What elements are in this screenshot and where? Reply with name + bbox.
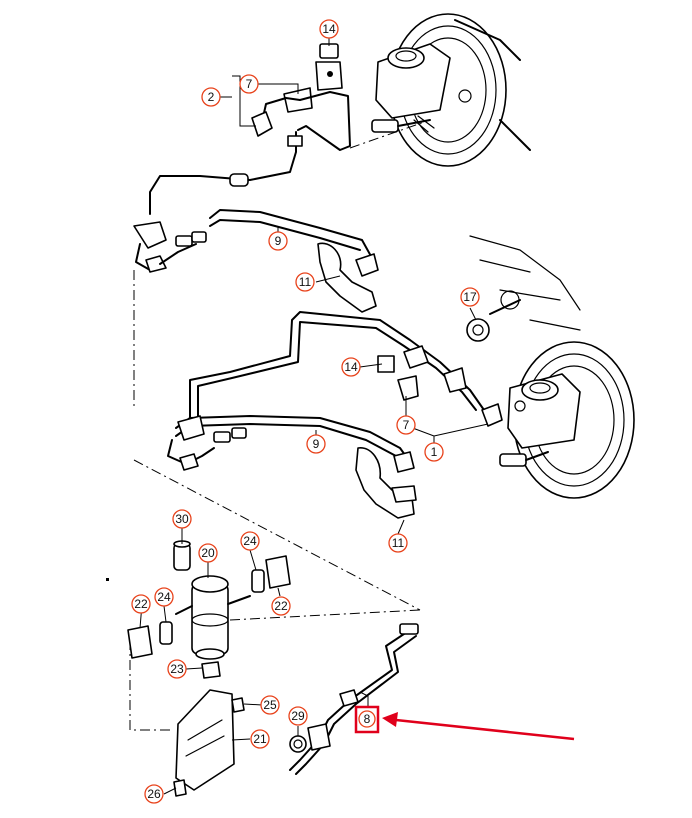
callout-21: 21 [250, 729, 270, 749]
svg-text:24: 24 [243, 534, 257, 548]
svg-text:7: 7 [246, 77, 253, 91]
brake-line-assembly-upper [133, 43, 379, 313]
callout-14-middle: 14 [341, 357, 361, 377]
callout-8-highlighted: 8 [354, 705, 380, 734]
svg-text:21: 21 [253, 732, 267, 746]
svg-text:9: 9 [275, 234, 282, 248]
callout-1: 1 [424, 442, 444, 462]
callout-14-top: 14 [319, 19, 339, 39]
svg-text:30: 30 [175, 512, 189, 526]
callout-2: 2 [201, 87, 221, 107]
callout-22-right: 22 [271, 596, 291, 616]
brake-line-assembly-middle [167, 311, 503, 519]
highlight-arrow [382, 712, 575, 741]
callout-24-left: 24 [154, 587, 174, 607]
callout-11-upper: 11 [295, 272, 315, 292]
svg-text:11: 11 [392, 536, 405, 550]
callout-17: 17 [460, 287, 480, 307]
callout-11-lower: 11 [388, 533, 408, 553]
callout-22-left: 22 [131, 594, 151, 614]
svg-text:17: 17 [463, 290, 477, 304]
callout-23: 23 [167, 659, 187, 679]
vacuum-hose-8 [289, 623, 419, 775]
svg-text:1: 1 [431, 445, 438, 459]
svg-text:8: 8 [364, 712, 371, 726]
svg-text:7: 7 [403, 418, 410, 432]
svg-text:20: 20 [201, 546, 215, 560]
callout-9-lower: 9 [306, 434, 326, 454]
svg-text:14: 14 [344, 360, 358, 374]
callout-24-right: 24 [240, 531, 260, 551]
svg-text:25: 25 [263, 698, 277, 712]
svg-text:26: 26 [147, 787, 161, 801]
callout-20: 20 [198, 543, 218, 563]
svg-text:2: 2 [208, 90, 215, 104]
svg-text:11: 11 [299, 275, 312, 289]
svg-text:23: 23 [170, 662, 184, 676]
svg-text:29: 29 [291, 709, 305, 723]
callout-26: 26 [144, 784, 164, 804]
body-bracket [466, 235, 581, 342]
callout-7-middle: 7 [396, 415, 416, 435]
callout-29: 29 [288, 706, 308, 726]
vacuum-pump-group [127, 540, 291, 797]
svg-text:22: 22 [274, 599, 288, 613]
stray-dot [106, 578, 109, 581]
svg-text:22: 22 [134, 597, 148, 611]
svg-text:24: 24 [157, 590, 171, 604]
brake-booster-lower [499, 341, 635, 499]
callout-7-top: 7 [239, 74, 259, 94]
svg-text:14: 14 [322, 22, 336, 36]
svg-text:9: 9 [313, 437, 320, 451]
callout-9-upper: 9 [268, 231, 288, 251]
brake-booster-upper [371, 13, 531, 167]
callout-30: 30 [172, 509, 192, 529]
callout-25: 25 [260, 695, 280, 715]
phantom-lines [129, 119, 431, 731]
